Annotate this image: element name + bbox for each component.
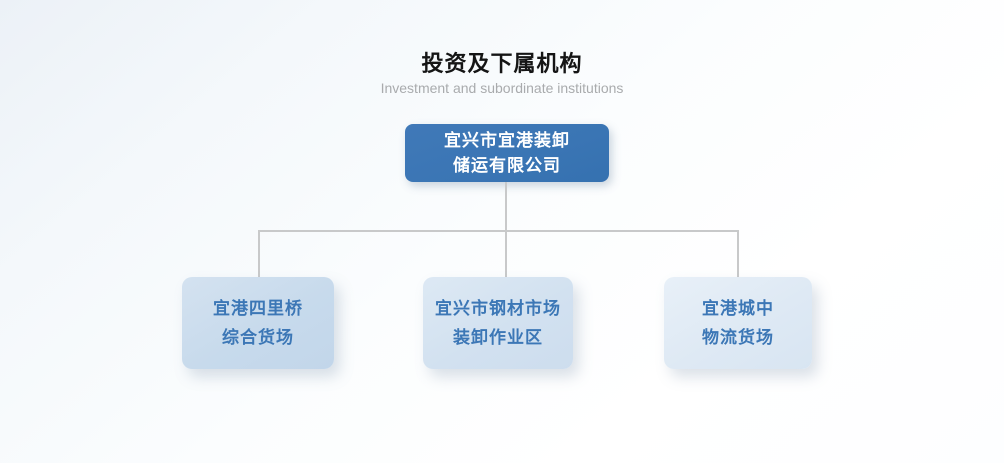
connector-left-vertical xyxy=(258,232,260,278)
org-node-root: 宜兴市宜港装卸 储运有限公司 xyxy=(405,124,609,182)
connector-right-vertical xyxy=(737,232,739,278)
org-node-root-line1: 宜兴市宜港装卸 xyxy=(444,131,570,150)
org-node-child-2-line2: 装卸作业区 xyxy=(453,328,543,347)
connector-root-vertical xyxy=(505,182,507,232)
org-node-child-2: 宜兴市钢材市场 装卸作业区 xyxy=(423,277,573,369)
connector-middle-vertical xyxy=(505,232,507,278)
page-title: 投资及下属机构 xyxy=(421,51,583,76)
org-node-root-line2: 储运有限公司 xyxy=(453,156,561,175)
org-node-child-3: 宜港城中 物流货场 xyxy=(664,277,812,369)
org-node-child-3-line1: 宜港城中 xyxy=(702,299,774,318)
page-subtitle: Investment and subordinate institutions xyxy=(380,80,624,96)
org-node-child-1-line1: 宜港四里桥 xyxy=(213,299,303,318)
org-node-child-1: 宜港四里桥 综合货场 xyxy=(182,277,334,369)
org-node-child-2-line1: 宜兴市钢材市场 xyxy=(435,299,561,318)
org-node-child-1-line2: 综合货场 xyxy=(222,328,294,347)
connector-horizontal xyxy=(258,230,739,232)
org-node-child-3-line2: 物流货场 xyxy=(702,328,774,347)
